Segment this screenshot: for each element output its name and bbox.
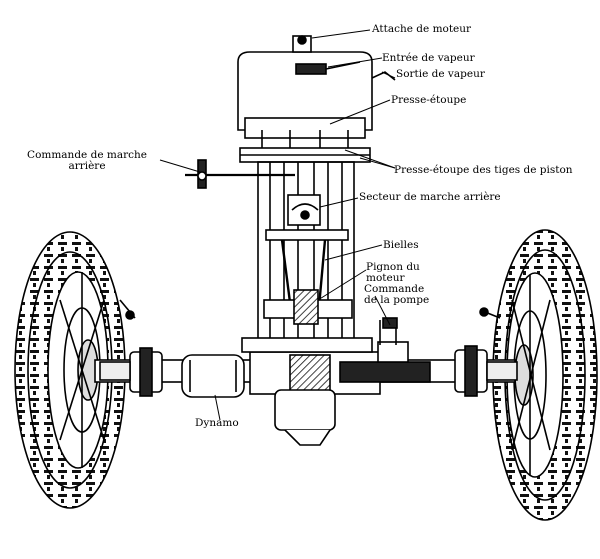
label-dynamo: Dynamo [195, 417, 239, 429]
label-pump-control-line2: de la pompe [364, 294, 430, 306]
label-engine-mount: Attache de moteur [372, 23, 472, 35]
steam-inlet [295, 63, 327, 75]
label-pump-control-line1: Commande [364, 283, 425, 295]
dynamo-body [181, 354, 245, 398]
label-engine-pinion-line2: moteur [366, 272, 405, 284]
cylinder-block [237, 51, 373, 131]
right-wheel [479, 229, 598, 521]
label-steam-outlet: Sortie de vapeur [396, 68, 485, 80]
reversing-sector [287, 194, 321, 226]
label-connecting-rods: Bielles [383, 239, 419, 251]
label-engine-pinion: Pignon du moteur [366, 262, 420, 284]
label-engine-pinion-line1: Pignon du [366, 261, 420, 273]
label-reverse-control: Commande de marche arrière [2, 150, 172, 172]
leader-lines [159, 29, 396, 421]
engine-pinion [293, 289, 319, 325]
label-reverse-control-line1: Commande de marche [27, 149, 147, 161]
label-reverse-control-line2: arrière [68, 160, 106, 172]
label-reversing-sector: Secteur de marche arrière [359, 191, 501, 203]
differential [274, 389, 336, 431]
left-wheel [14, 231, 136, 509]
label-pump-control: Commande de la pompe [364, 284, 429, 306]
label-piston-rod-gland: Presse-étoupe des tiges de piston [394, 164, 573, 176]
rear-axle [94, 317, 518, 446]
label-gland: Presse-étoupe [391, 94, 467, 106]
label-steam-inlet: Entrée de vapeur [382, 52, 475, 64]
